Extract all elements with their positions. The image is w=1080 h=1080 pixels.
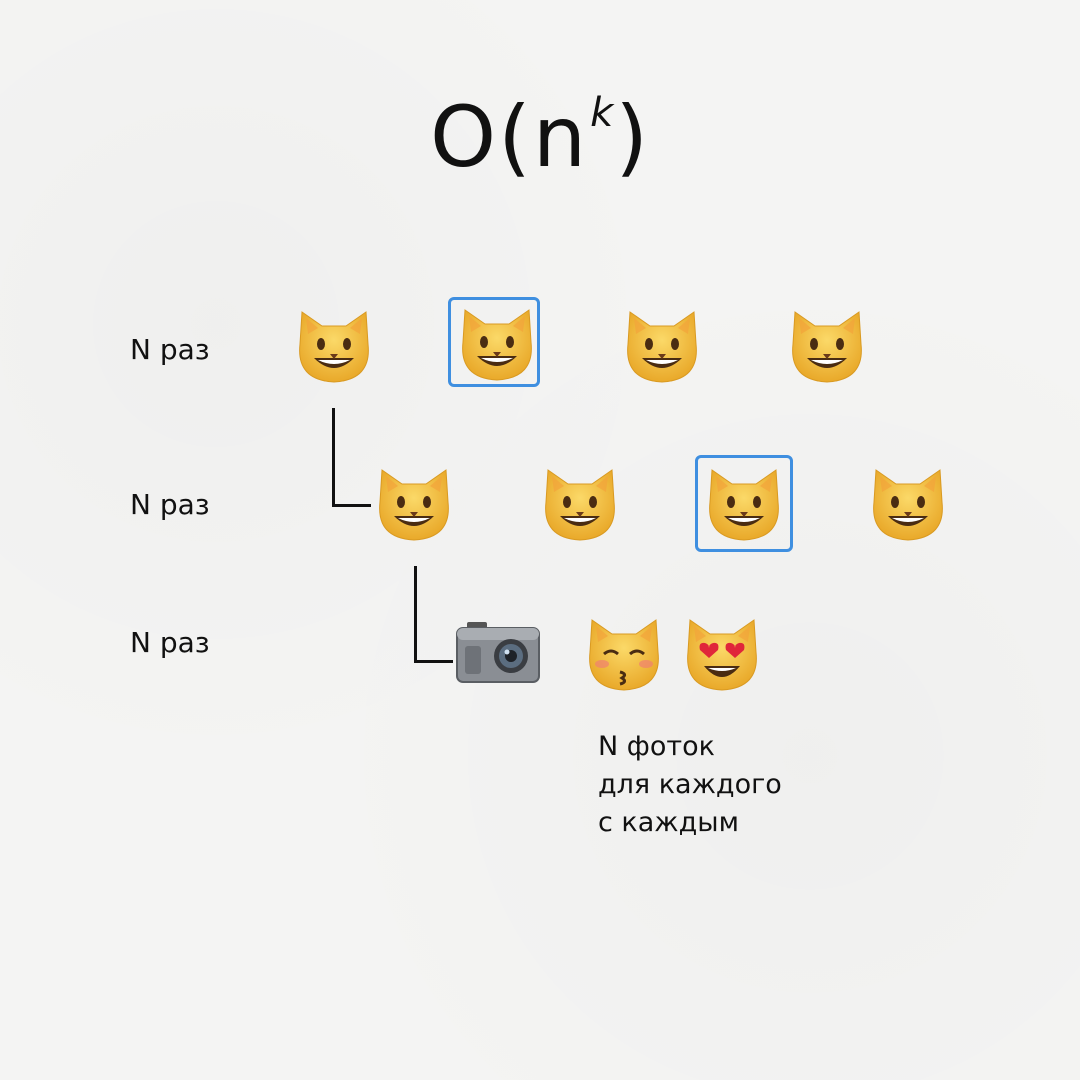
- title-exponent: k: [590, 90, 616, 136]
- title-base: O(n: [429, 88, 589, 186]
- heart-eyes-cat-icon: [680, 612, 764, 696]
- complexity-title: O(nk): [0, 93, 1080, 179]
- caption-line-3: с каждым: [598, 807, 739, 838]
- grinning-cat-icon: [292, 304, 376, 388]
- selection-box: [448, 297, 540, 387]
- row-label-3: N раз: [130, 626, 210, 659]
- grinning-cat-icon: [620, 304, 704, 388]
- grinning-cat-icon: [866, 462, 950, 546]
- caption: N фоток для каждого с каждым: [598, 728, 782, 842]
- row-label-2: N раз: [130, 488, 210, 521]
- tree-connector: [332, 408, 371, 507]
- grinning-cat-icon: [702, 462, 786, 546]
- grinning-cat-icon: [785, 304, 869, 388]
- tree-connector: [414, 566, 453, 663]
- title-close: ): [615, 88, 651, 186]
- selection-box: [695, 455, 793, 552]
- caption-line-2: для каждого: [598, 769, 782, 800]
- row-label-1: N раз: [130, 333, 210, 366]
- grinning-cat-icon: [538, 462, 622, 546]
- kissing-cat-icon: [582, 612, 666, 696]
- camera-icon: [455, 618, 541, 684]
- grinning-cat-icon: [455, 302, 539, 386]
- grinning-cat-icon: [372, 462, 456, 546]
- caption-line-1: N фоток: [598, 731, 715, 762]
